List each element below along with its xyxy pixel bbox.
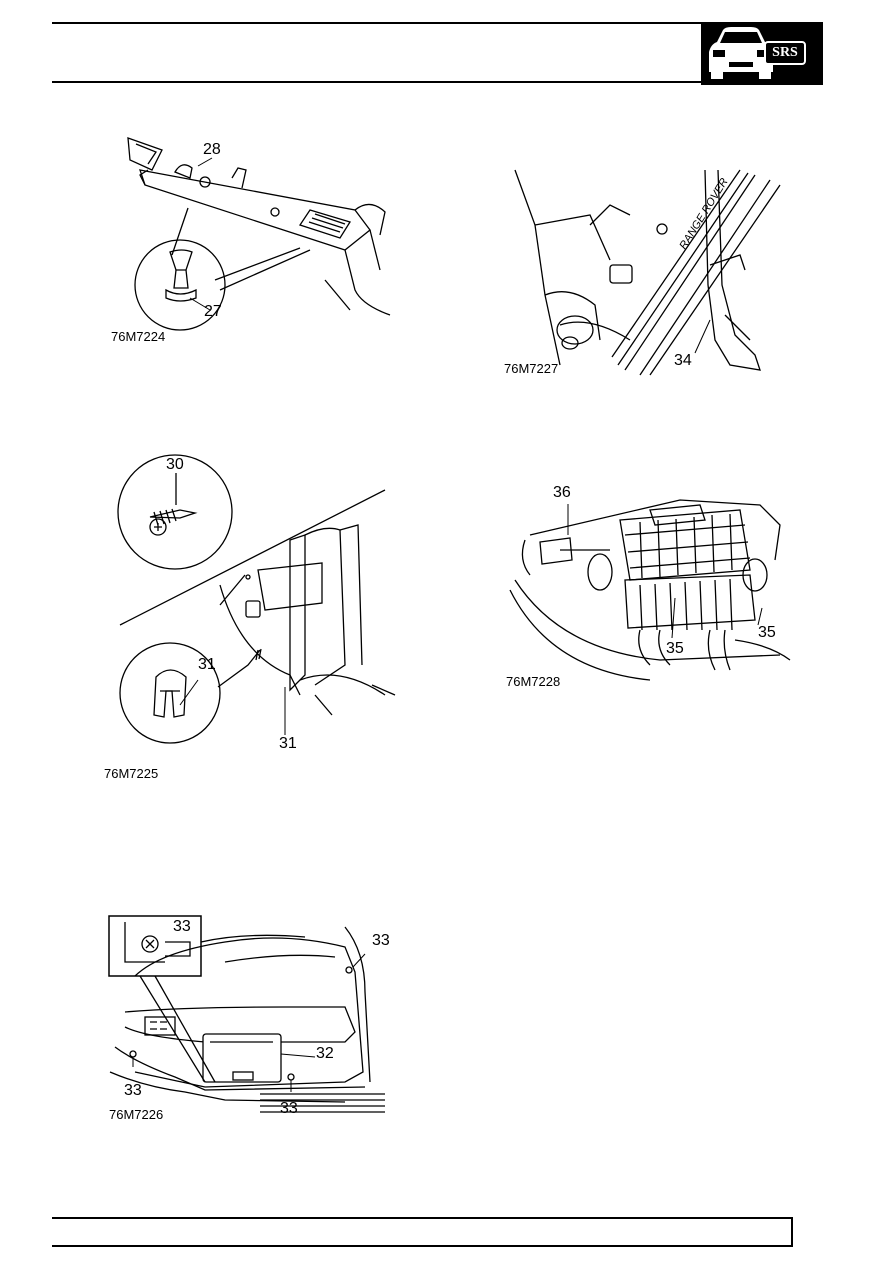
callout-33-inset: 33	[173, 918, 191, 935]
callout-30: 30	[166, 456, 184, 473]
callout-33-bottom: 33	[280, 1100, 298, 1117]
lower-trim-panel-illustration	[108, 915, 385, 1113]
header-top-rule	[52, 22, 701, 24]
callout-27: 27	[204, 303, 222, 320]
callout-33-top-right: 33	[372, 932, 390, 949]
header-bottom-rule	[52, 81, 701, 83]
fuse-box-illustration	[509, 499, 791, 681]
callout-35-right: 35	[758, 624, 776, 641]
callout-31: 31	[279, 735, 297, 752]
callout-32: 32	[316, 1045, 334, 1062]
figure-code: 76M7225	[104, 766, 159, 781]
page-footer-box	[52, 1217, 793, 1247]
figure-76m7227: RANGE ROVER 34 76M7227	[500, 165, 790, 380]
figure-code: 76M7228	[506, 674, 561, 689]
figure-code: 76M7224	[111, 329, 166, 344]
figure-76m7224: 28 27 76M7224	[100, 130, 400, 350]
callout-28: 28	[203, 141, 221, 158]
sill-trim-illustration: RANGE ROVER	[514, 169, 781, 376]
sill-plate-text: RANGE ROVER	[677, 176, 730, 251]
callout-33-bottom-left: 33	[124, 1082, 142, 1099]
callout-35: 35	[666, 640, 684, 657]
callout-31-inset: 31	[198, 656, 216, 673]
a-post-trim-illustration	[117, 454, 396, 744]
figure-76m7226: 33 33 32 33 33 76M7226	[105, 912, 395, 1127]
callout-36: 36	[553, 484, 571, 501]
figure-76m7225: 30 31 31 76M7225	[100, 454, 400, 785]
srs-label: SRS	[772, 45, 798, 60]
fascia-trim-illustration	[127, 137, 391, 331]
figure-code: 76M7227	[504, 361, 559, 376]
callout-34: 34	[674, 352, 692, 369]
figure-code: 76M7226	[109, 1107, 164, 1122]
srs-badge: SRS	[701, 22, 823, 85]
car-front-icon	[709, 27, 806, 79]
figure-76m7228: 36 35 35 76M7228	[500, 480, 795, 690]
